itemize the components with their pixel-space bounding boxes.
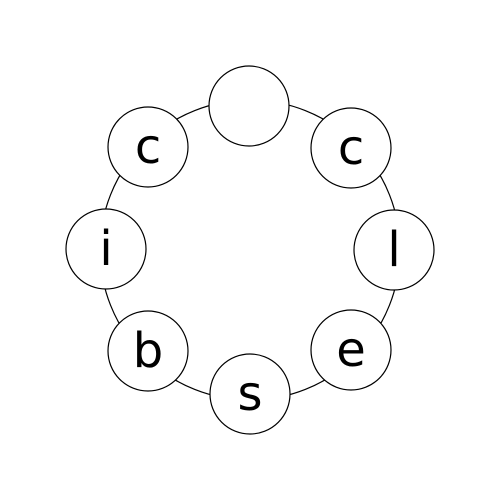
letter-tile-b[interactable]: b [107, 310, 189, 392]
letter-tile-s[interactable]: s [209, 353, 291, 435]
tile-letter: s [237, 366, 262, 422]
letter-tile-c-right[interactable]: c [310, 107, 392, 189]
letter-tile-empty[interactable] [208, 65, 290, 147]
tile-letter: c [338, 120, 364, 176]
tile-letter: e [336, 322, 366, 378]
tile-letter: l [387, 222, 400, 278]
letter-tile-i[interactable]: i [65, 208, 147, 290]
letter-tile-c-left[interactable]: c [107, 106, 189, 188]
tile-letter: b [133, 323, 163, 379]
letter-tile-l[interactable]: l [353, 209, 435, 291]
tile-letter: c [135, 119, 161, 175]
tile-letter: i [99, 221, 112, 277]
letter-tile-e[interactable]: e [310, 309, 392, 391]
